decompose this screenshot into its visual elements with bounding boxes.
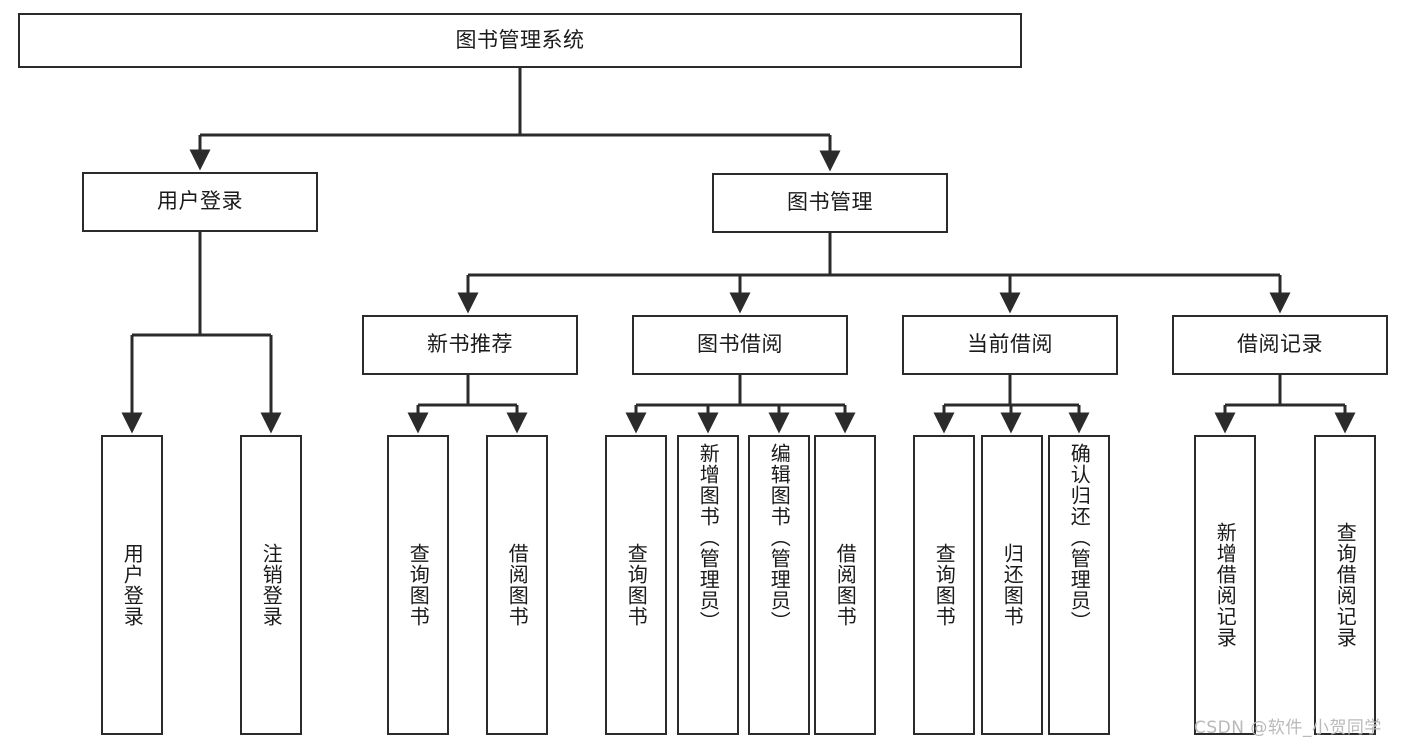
node-book-management[interactable]: 图书管理 <box>712 173 948 233</box>
node-label: 新书推荐 <box>427 332 513 357</box>
leaf-recommend-borrow-book[interactable]: 借阅图书 <box>486 435 548 735</box>
leaf-user-login-signin[interactable]: 用户登录 <box>101 435 163 735</box>
node-label: 查询图书 <box>932 543 957 627</box>
node-label: 查询图书 <box>406 543 431 627</box>
leaf-current-confirm-return-admin[interactable]: 确认归还（管理员） <box>1048 435 1110 735</box>
node-book-borrow[interactable]: 图书借阅 <box>632 315 848 375</box>
leaf-recommend-query-book[interactable]: 查询图书 <box>387 435 449 735</box>
node-label: 图书借阅 <box>697 332 783 357</box>
leaf-record-add-record[interactable]: 新增借阅记录 <box>1194 435 1256 735</box>
node-label: 确认归还（管理员） <box>1067 443 1092 632</box>
node-label: 借阅记录 <box>1237 332 1323 357</box>
node-label: 图书管理系统 <box>455 27 585 52</box>
leaf-borrow-borrow-book[interactable]: 借阅图书 <box>814 435 876 735</box>
node-label: 用户登录 <box>120 543 145 627</box>
csdn-watermark: CSDN @软件_小贺同学 <box>1194 718 1382 738</box>
node-root-system[interactable]: 图书管理系统 <box>18 13 1022 68</box>
node-label: 新增借阅记录 <box>1213 522 1238 648</box>
leaf-borrow-query-book[interactable]: 查询图书 <box>605 435 667 735</box>
node-label: 借阅图书 <box>505 543 530 627</box>
node-label: 图书管理 <box>787 190 873 215</box>
node-label: 当前借阅 <box>967 332 1053 357</box>
node-current-borrow[interactable]: 当前借阅 <box>902 315 1118 375</box>
node-user-login[interactable]: 用户登录 <box>82 172 318 232</box>
leaf-current-query-book[interactable]: 查询图书 <box>913 435 975 735</box>
node-label: 用户登录 <box>157 189 243 214</box>
node-label: 新增图书（管理员） <box>696 443 721 632</box>
leaf-current-return-book[interactable]: 归还图书 <box>981 435 1043 735</box>
leaf-borrow-add-book-admin[interactable]: 新增图书（管理员） <box>677 435 739 735</box>
node-label: 查询图书 <box>624 543 649 627</box>
node-label: 注销登录 <box>259 543 284 627</box>
node-label: 归还图书 <box>1000 543 1025 627</box>
node-borrow-record[interactable]: 借阅记录 <box>1172 315 1388 375</box>
node-label: 编辑图书（管理员） <box>767 443 792 632</box>
leaf-record-query-record[interactable]: 查询借阅记录 <box>1314 435 1376 735</box>
leaf-borrow-edit-book-admin[interactable]: 编辑图书（管理员） <box>748 435 810 735</box>
leaf-user-login-logout[interactable]: 注销登录 <box>240 435 302 735</box>
node-label: 查询借阅记录 <box>1333 522 1358 648</box>
node-label: 借阅图书 <box>833 543 858 627</box>
node-new-book-recommend[interactable]: 新书推荐 <box>362 315 578 375</box>
